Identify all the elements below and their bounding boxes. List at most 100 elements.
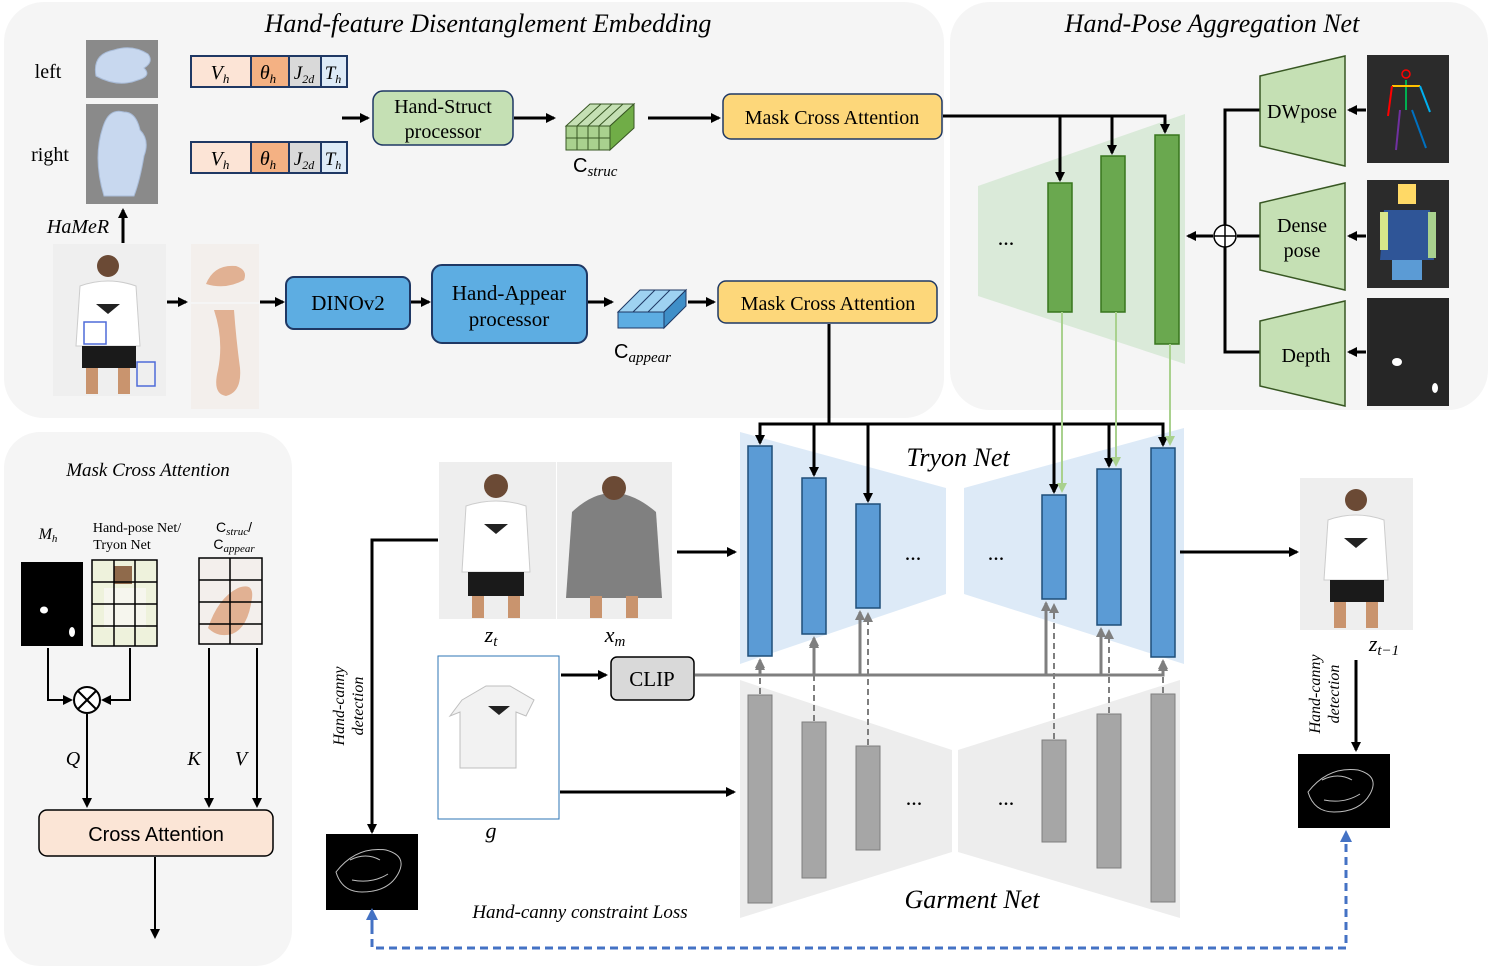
svg-text:θh: θh <box>260 62 276 86</box>
svg-text:Mask Cross Attention: Mask Cross Attention <box>745 107 919 129</box>
hand-pose-grid-image <box>91 559 158 647</box>
hamer-label: HaMeR <box>46 216 109 238</box>
garment-bar-6 <box>1150 693 1176 903</box>
garment-bar-5 <box>1096 713 1122 869</box>
tryon-net-label: Tryon Net <box>906 443 1010 472</box>
cs-label-2: Cappear <box>213 536 255 555</box>
mask-image <box>21 562 83 646</box>
param-row-left: Vh θh J2d Th <box>190 55 348 88</box>
svg-text:Cross Attention: Cross Attention <box>88 824 224 846</box>
x-m-label: xm <box>604 622 626 650</box>
hand-canny-loss-label: Hand-canny constraint Loss <box>471 902 687 923</box>
right-hand-mesh-image <box>86 104 158 204</box>
svg-text:Mask Cross Attention: Mask Cross Attention <box>741 293 915 315</box>
tryon-net-encoder-bg <box>740 432 946 664</box>
garment-image <box>437 655 560 820</box>
svg-text:...: ... <box>905 540 922 565</box>
svg-text:Dense: Dense <box>1277 215 1327 237</box>
tryon-bar-6 <box>1150 447 1176 658</box>
garment-bar-4 <box>1041 739 1067 843</box>
svg-text:Vh: Vh <box>211 62 230 86</box>
densepose-image <box>1367 180 1449 288</box>
densepose-encoder <box>1259 182 1346 291</box>
g-label: g <box>486 818 497 843</box>
svg-text:Tryon Net: Tryon Net <box>93 538 151 553</box>
left-label: left <box>35 61 62 83</box>
c-struc-grid-image <box>198 557 263 645</box>
garment-bar-1 <box>747 694 773 904</box>
cross-attention-block <box>38 809 274 857</box>
loss-loop-dashed <box>370 830 1352 950</box>
hand-canny-image-left <box>326 834 418 910</box>
tryon-bar-1 <box>747 445 773 657</box>
garment-net-decoder-bg <box>958 680 1180 918</box>
pose-bar-1 <box>1047 182 1073 313</box>
c-struc-label: Cstruc <box>573 155 618 180</box>
pose-net-trapezoid <box>978 114 1185 364</box>
garment-bar-2 <box>801 721 827 879</box>
dwpose-encoder <box>1259 55 1346 167</box>
tryon-bar-3 <box>855 503 881 609</box>
svg-text:θh: θh <box>260 148 276 172</box>
tryon-net-decoder-bg <box>964 428 1184 664</box>
garment-net-label: Garment Net <box>904 885 1040 914</box>
z-t-label: zt <box>484 622 499 650</box>
depth-encoder <box>1259 300 1346 407</box>
svg-text:Hand-pose Net/: Hand-pose Net/ <box>93 521 181 536</box>
tryon-bar-5 <box>1096 468 1122 626</box>
svg-text:...: ... <box>998 785 1015 810</box>
person-photo <box>53 244 166 396</box>
m-h-label: Mh <box>38 526 58 545</box>
svg-text:...: ... <box>988 540 1005 565</box>
hand-canny-image-right <box>1298 754 1390 828</box>
mask-cross-attention-top <box>722 93 943 140</box>
z-t-minus-1-label: zt−1 <box>1368 631 1399 659</box>
x-m-image <box>557 462 672 619</box>
svg-text:Depth: Depth <box>1282 345 1331 367</box>
svg-text:J2d: J2d <box>294 63 315 86</box>
right-label: right <box>31 144 69 166</box>
z-t-minus-1-image <box>1300 478 1413 630</box>
tryon-bar-4 <box>1041 494 1067 600</box>
mask-cross-attention-bottom <box>717 280 938 324</box>
mca-title: Mask Cross Attention <box>65 460 230 481</box>
svg-text:Th: Th <box>325 63 342 86</box>
svg-text:detection: detection <box>1326 665 1343 724</box>
hde-title: Hand-feature Disentanglement Embedding <box>264 9 712 38</box>
hpa-title: Hand-Pose Aggregation Net <box>1064 9 1360 38</box>
v-label: V <box>235 748 250 770</box>
param-row-right: Vh θh J2d Th <box>190 141 348 174</box>
z-t-image <box>439 462 556 619</box>
svg-text:...: ... <box>906 785 923 810</box>
svg-text:Hand-canny: Hand-canny <box>331 666 348 747</box>
svg-text:Vh: Vh <box>211 148 230 172</box>
hand-crop-images <box>191 244 259 409</box>
c-appear-label: Cappear <box>614 341 671 366</box>
svg-text:detection: detection <box>350 677 367 736</box>
c-appear-tensor <box>616 288 688 330</box>
pose-bar-3 <box>1154 134 1180 345</box>
pose-bar-2 <box>1100 155 1126 313</box>
svg-text:Hand-Appear: Hand-Appear <box>452 281 566 305</box>
svg-text:...: ... <box>998 225 1015 250</box>
garment-bar-3 <box>855 745 881 851</box>
clip-block <box>610 656 695 701</box>
left-hand-mesh-image <box>86 40 158 98</box>
svg-text:Hand-Struct: Hand-Struct <box>394 96 492 118</box>
dinov2-label: DINOv2 <box>311 291 385 315</box>
c-struc-tensor <box>564 102 636 152</box>
depth-image <box>1367 298 1449 406</box>
garment-net-encoder-bg <box>740 680 952 918</box>
svg-text:J2d: J2d <box>294 149 315 172</box>
q-label: Q <box>66 748 81 770</box>
k-label: K <box>186 748 202 770</box>
svg-text:DWpose: DWpose <box>1267 101 1337 123</box>
svg-text:Hand-canny: Hand-canny <box>1307 654 1324 735</box>
tryon-bar-2 <box>801 477 827 635</box>
cs-label-1: Cstruc/ <box>216 519 252 538</box>
svg-text:pose: pose <box>1284 240 1321 262</box>
hand-appear-processor-block <box>431 264 588 344</box>
svg-text:processor: processor <box>469 307 549 331</box>
